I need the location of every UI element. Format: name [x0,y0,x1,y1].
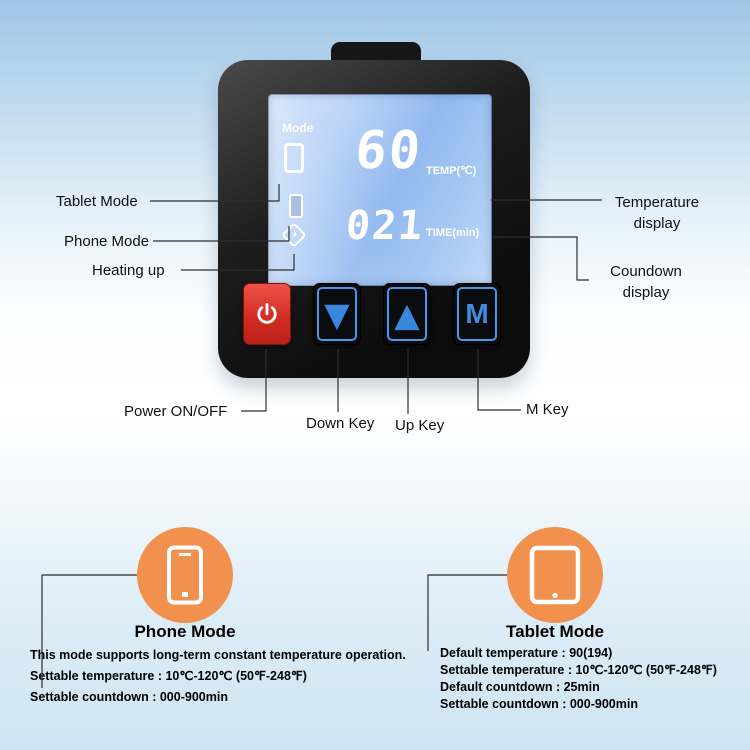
heating-up-icon [282,223,306,247]
up-key-button: ▲ [383,283,431,345]
spec-line: Settable countdown : 000-900min [440,697,638,711]
down-key-button: ▼ [313,283,361,345]
down-arrow-icon: ▼ [324,294,350,334]
tablet-mode-title: Tablet Mode [506,622,604,641]
spec-line: This mode supports long-term constant te… [30,648,406,662]
spec-line: Default countdown : 25min [440,680,600,694]
countdown-value: 021 [343,203,427,249]
callout-countdown-display: Coundown display [610,263,682,301]
tablet-mode-specs: Default temperature : 90(194) Settable t… [440,645,717,713]
m-key-glyph: M [465,298,489,329]
spec-line: Settable temperature : 10℃-120℃ (50℉-248… [30,669,307,683]
lcd-screen: Mode 60 TEMP(℃) 021 TIME(min) [268,94,492,286]
controller-body: Mode 60 TEMP(℃) 021 TIME(min) ▼ ▲ M [218,60,530,378]
spec-line: Default temperature : 90(194) [440,646,613,660]
tablet-mode-icon [284,143,304,173]
phone-mode-icon [289,194,303,218]
spec-line: Settable countdown : 000-900min [30,690,228,704]
callout-up-key: Up Key [395,417,445,434]
m-key-button: M [453,283,501,345]
callout-temperature-display: Temperature display [614,194,700,232]
tablet-icon [529,545,581,605]
callout-m-key: M Key [526,401,569,418]
phone-icon [167,545,203,605]
up-arrow-icon: ▲ [394,294,420,334]
phone-mode-badge [137,527,233,623]
tablet-mode-badge [507,527,603,623]
callout-phone-mode: Phone Mode [64,233,150,250]
phone-mode-title: Phone Mode [134,622,236,641]
lcd-mode-label: Mode [282,121,314,135]
power-button [243,283,291,345]
time-unit-label: TIME(min) [426,227,480,239]
power-icon [257,303,277,324]
phone-mode-specs: This mode supports long-term constant te… [30,645,406,708]
callout-power-on-off: Power ON/OFF [124,403,228,420]
callout-tablet-mode: Tablet Mode [56,193,138,210]
spec-line: Settable temperature : 10℃-120℃ (50℉-248… [440,663,717,677]
callout-heating-up: Heating up [92,262,165,279]
temperature-unit-label: TEMP(℃) [426,165,477,177]
temperature-value: 60 [352,121,425,181]
callout-down-key: Down Key [306,415,375,432]
